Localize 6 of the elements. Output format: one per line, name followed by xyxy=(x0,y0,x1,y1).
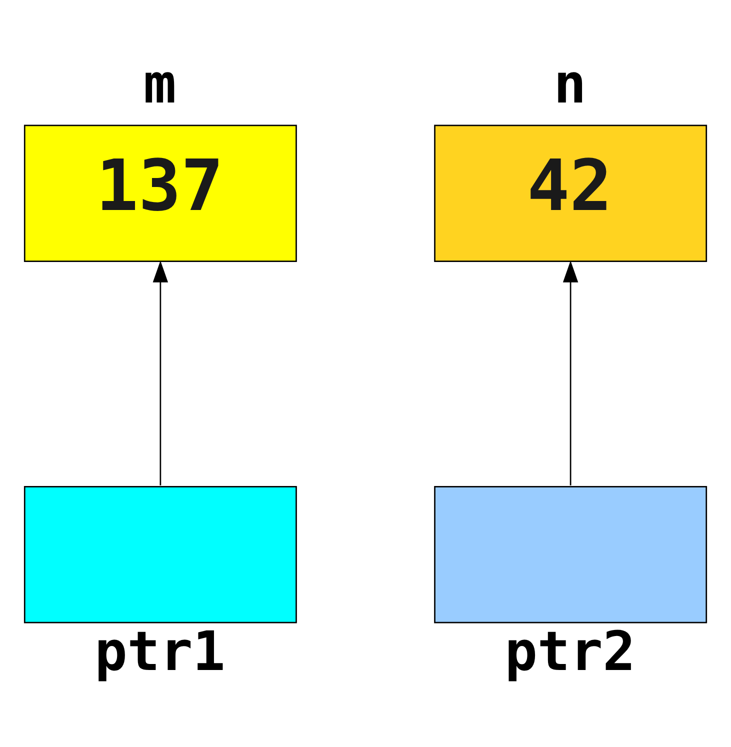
node-label: n xyxy=(554,52,586,115)
node-label: ptr2 xyxy=(504,620,636,683)
arrow xyxy=(562,260,578,485)
node-label: ptr1 xyxy=(94,620,226,683)
arrow xyxy=(152,260,168,485)
node-label: m xyxy=(143,52,176,115)
